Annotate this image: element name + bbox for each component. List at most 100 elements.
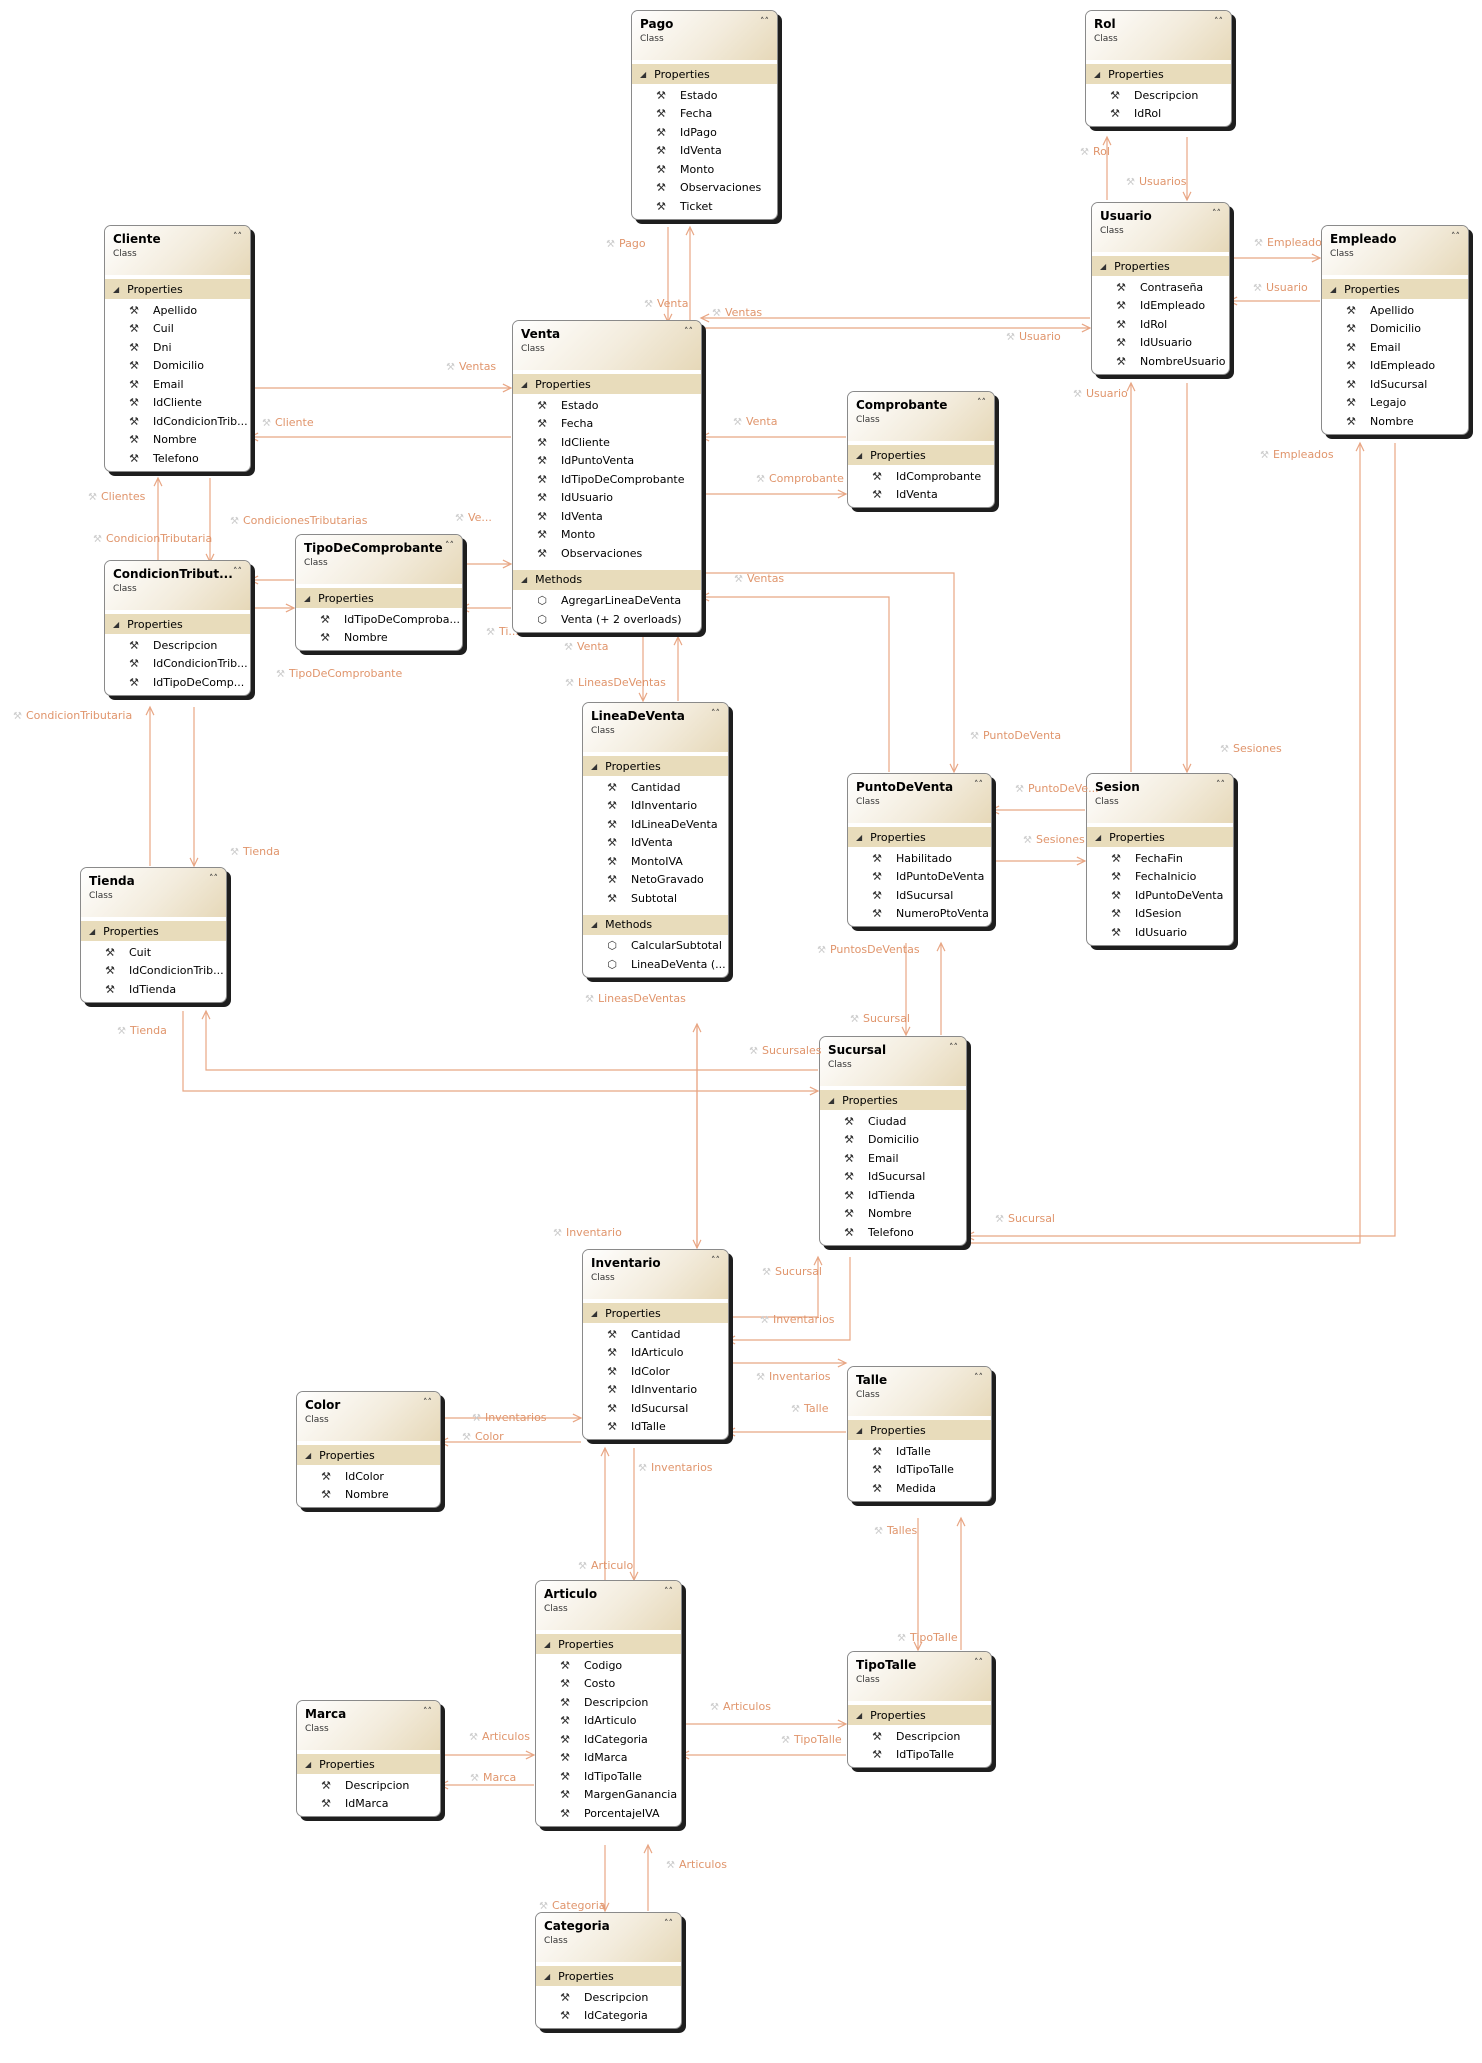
property-row[interactable]: ⚒Medida [848,1479,991,1498]
property-row[interactable]: ⚒Domicilio [820,1131,966,1150]
association-label[interactable]: ⚒Inventarios [756,1370,831,1383]
property-row[interactable]: ⚒Cuil [105,320,250,339]
property-row[interactable]: ⚒NumeroPtoVenta [848,905,991,924]
association-label[interactable]: ⚒Talles [874,1524,917,1537]
properties-section-header[interactable]: ◢Properties [1087,827,1233,847]
expand-triangle-icon[interactable]: ◢ [544,1971,551,1981]
property-row[interactable]: ⚒Monto [513,526,701,545]
property-row[interactable]: ⚒IdPuntoDeVenta [1087,886,1233,905]
property-row[interactable]: ⚒Subtotal [583,889,728,908]
property-row[interactable]: ⚒MontoIVA [583,852,728,871]
expand-triangle-icon[interactable]: ◢ [305,1759,312,1769]
collapse-icon[interactable]: ˄˄ [209,874,218,884]
property-row[interactable]: ⚒IdTienda [81,980,226,999]
method-row[interactable]: ⬡LineaDeVenta (... [583,955,728,974]
property-row[interactable]: ⚒IdSesion [1087,905,1233,924]
property-row[interactable]: ⚒Descripcion [105,636,250,655]
property-row[interactable]: ⚒IdCliente [105,394,250,413]
association-label[interactable]: ⚒Inventario [553,1226,622,1239]
expand-triangle-icon[interactable]: ◢ [113,284,120,294]
methods-section-header[interactable]: ◢Methods [583,914,728,935]
association-line[interactable] [701,572,955,772]
association-label[interactable]: ⚒Ve... [455,511,492,524]
expand-triangle-icon[interactable]: ◢ [304,593,311,603]
association-label[interactable]: ⚒Articulo [578,1559,633,1572]
property-row[interactable]: ⚒IdSucursal [848,886,991,905]
property-row[interactable]: ⚒IdUsuario [513,489,701,508]
property-row[interactable]: ⚒IdVenta [513,507,701,526]
property-row[interactable]: ⚒IdTienda [820,1186,966,1205]
property-row[interactable]: ⚒IdArticulo [583,1344,728,1363]
properties-section-header[interactable]: ◢Properties [1092,256,1229,276]
property-row[interactable]: ⚒IdEmpleado [1092,297,1229,316]
association-label[interactable]: ⚒Ventas [734,572,784,585]
property-row[interactable]: ⚒IdEmpleado [1322,357,1468,376]
property-row[interactable]: ⚒FechaInicio [1087,868,1233,887]
property-row[interactable]: ⚒FechaFin [1087,849,1233,868]
expand-triangle-icon[interactable]: ◢ [856,450,863,460]
properties-section-header[interactable]: ◢Properties [820,1090,966,1110]
expand-triangle-icon[interactable]: ◢ [591,920,598,929]
method-row[interactable]: ⬡AgregarLineaDeVenta [513,592,701,611]
property-row[interactable]: ⚒Dni [105,338,250,357]
property-row[interactable]: ⚒Nombre [296,629,462,648]
collapse-icon[interactable]: ˄˄ [977,398,986,408]
property-row[interactable]: ⚒IdCategoria [536,2007,681,2026]
collapse-icon[interactable]: ˄˄ [423,1398,432,1408]
association-label[interactable]: ⚒Venta [644,297,688,310]
property-row[interactable]: ⚒Domicilio [105,357,250,376]
association-label[interactable]: ⚒CondicionTributaria [13,709,132,722]
property-row[interactable]: ⚒Estado [513,396,701,415]
association-label[interactable]: ⚒TipoTalle [897,1631,958,1644]
association-label[interactable]: ⚒Inventarios [760,1313,835,1326]
property-row[interactable]: ⚒Descripcion [536,1693,681,1712]
collapse-icon[interactable]: ˄˄ [1214,17,1223,27]
expand-triangle-icon[interactable]: ◢ [640,69,647,79]
property-row[interactable]: ⚒Codigo [536,1656,681,1675]
collapse-icon[interactable]: ˄˄ [233,232,242,242]
property-row[interactable]: ⚒IdPuntoDeVenta [848,868,991,887]
property-row[interactable]: ⚒IdTalle [848,1442,991,1461]
association-label[interactable]: ⚒CondicionTributaria [93,532,212,545]
collapse-icon[interactable]: ˄˄ [760,17,769,27]
property-row[interactable]: ⚒IdCategoria [536,1730,681,1749]
expand-triangle-icon[interactable]: ◢ [544,1639,551,1649]
property-row[interactable]: ⚒IdCondicionTrib... [105,655,250,674]
method-row[interactable]: ⬡Venta (+ 2 overloads) [513,610,701,629]
property-row[interactable]: ⚒IdTipoDeComp... [105,673,250,692]
property-row[interactable]: ⚒NombreUsuario [1092,352,1229,371]
association-label[interactable]: ⚒Articulos [666,1858,727,1871]
property-row[interactable]: ⚒Cuit [81,943,226,962]
expand-triangle-icon[interactable]: ◢ [591,1308,598,1318]
expand-triangle-icon[interactable]: ◢ [305,1450,312,1460]
association-line[interactable] [727,1257,851,1341]
association-label[interactable]: ⚒PuntoDeVenta [970,729,1061,742]
property-row[interactable]: ⚒IdInventario [583,797,728,816]
property-row[interactable]: ⚒Domicilio [1322,320,1468,339]
properties-section-header[interactable]: ◢Properties [297,1754,440,1774]
association-label[interactable]: ⚒Sesiones [1220,742,1282,755]
association-label[interactable]: ⚒Talle [791,1402,829,1415]
properties-section-header[interactable]: ◢Properties [536,1634,681,1654]
property-row[interactable]: ⚒MargenGanancia [536,1786,681,1805]
association-label[interactable]: ⚒TipoDeComprobante [276,667,402,680]
collapse-icon[interactable]: ˄˄ [974,1373,983,1383]
collapse-icon[interactable]: ˄˄ [1212,209,1221,219]
class-header[interactable]: CondicionTribut...Class˄˄ [105,561,250,610]
property-row[interactable]: ⚒Cantidad [583,1325,728,1344]
property-row[interactable]: ⚒Descripcion [536,1988,681,2007]
